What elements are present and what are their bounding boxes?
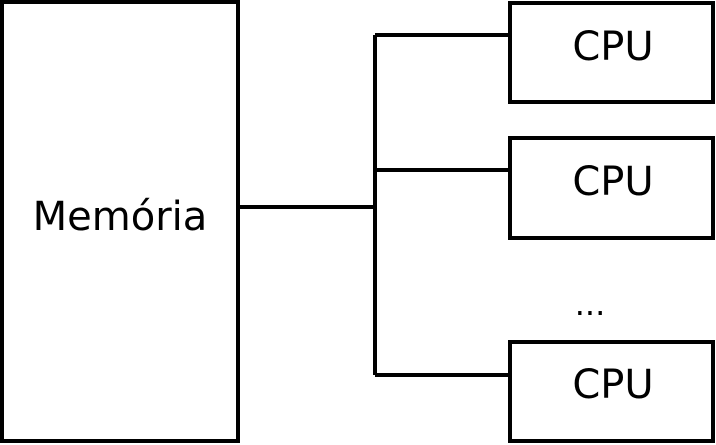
ellipsis-label: ... bbox=[575, 285, 606, 323]
memory-box bbox=[0, 0, 240, 443]
cpu-label-2: CPU bbox=[572, 159, 653, 205]
cpu-label-1: CPU bbox=[572, 24, 653, 70]
cpu-box-3 bbox=[508, 340, 715, 443]
cpu-box-1 bbox=[508, 1, 715, 104]
cpu-box-2 bbox=[508, 136, 715, 240]
memory-label: Memória bbox=[33, 194, 208, 240]
cpu-label-3: CPU bbox=[572, 362, 653, 408]
